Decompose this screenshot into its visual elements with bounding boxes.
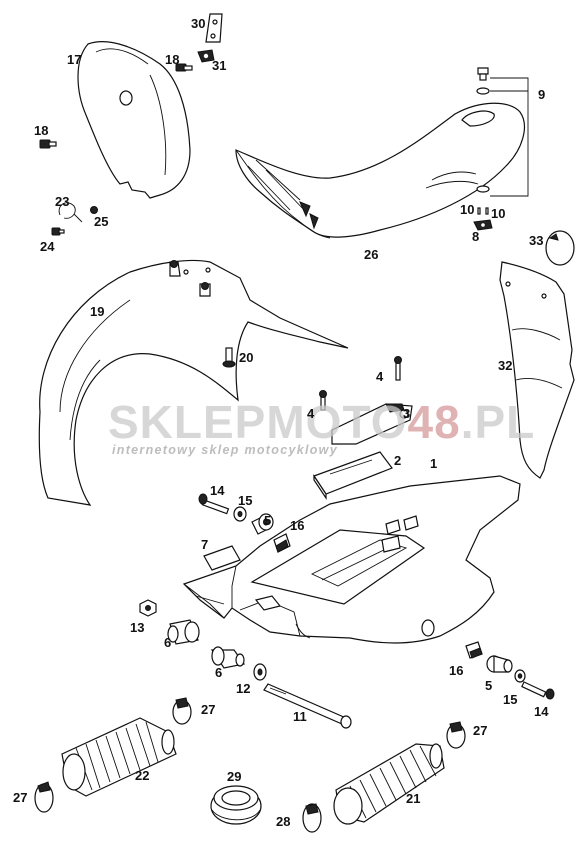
callout-labels: 17 18 18 30 31 23 24 25 9 10 10 8 33 26 … bbox=[13, 16, 549, 829]
battery-2 bbox=[313, 451, 393, 500]
screw-4-top bbox=[394, 356, 402, 381]
callout-13: 13 bbox=[130, 620, 144, 635]
callout-2: 2 bbox=[394, 453, 401, 468]
clamp-ring-33 bbox=[545, 230, 575, 266]
callout-23: 23 bbox=[55, 194, 69, 209]
screw-4-mid bbox=[319, 390, 327, 411]
bushing-6-lower bbox=[210, 646, 246, 669]
callout-5-upper: 5 bbox=[264, 513, 271, 528]
bushing-5-lower bbox=[486, 655, 513, 673]
callout-30: 30 bbox=[191, 16, 205, 31]
callout-26: 26 bbox=[364, 247, 378, 262]
hose-clamp-27-left-bottom bbox=[34, 781, 54, 813]
rear-fender bbox=[182, 475, 521, 644]
callout-16-lower: 16 bbox=[449, 663, 463, 678]
watermark-brand: SKLEPMOTO48.PL bbox=[108, 396, 535, 448]
clip-31 bbox=[197, 49, 215, 63]
clip-16-upper bbox=[273, 533, 291, 553]
fork-boot-22 bbox=[61, 717, 177, 797]
callout-18-left: 18 bbox=[34, 123, 48, 138]
callout-15-lower: 15 bbox=[503, 692, 517, 707]
callout-6-upper: 6 bbox=[164, 635, 171, 650]
washer-9-low bbox=[476, 185, 490, 193]
leader-9 bbox=[490, 77, 529, 197]
bushing-5-upper bbox=[251, 513, 274, 535]
bracket-30 bbox=[205, 13, 223, 43]
callout-4-top: 4 bbox=[376, 369, 384, 384]
spacer-10 bbox=[477, 207, 489, 215]
seat-bolt-9 bbox=[477, 67, 489, 81]
dust-ring-29 bbox=[210, 785, 262, 825]
watermark-tagline: internetowy sklep motocyklowy bbox=[112, 443, 338, 457]
bracket-3 bbox=[331, 403, 413, 445]
bolt-20 bbox=[222, 347, 236, 368]
callout-10-left: 10 bbox=[460, 202, 474, 217]
hose-clamp-27-left-top bbox=[172, 697, 192, 725]
callout-33: 33 bbox=[529, 233, 543, 248]
bolt-14-lower bbox=[521, 681, 555, 700]
number-plate bbox=[77, 41, 191, 199]
sticker-7 bbox=[203, 545, 241, 571]
callout-27-right: 27 bbox=[473, 723, 487, 738]
callout-6-lower: 6 bbox=[215, 665, 222, 680]
clip-16-lower bbox=[465, 641, 483, 659]
callout-27-left-top: 27 bbox=[201, 702, 215, 717]
washer-15-upper-hole bbox=[237, 511, 243, 517]
callout-22: 22 bbox=[135, 768, 149, 783]
callout-4-mid: 4 bbox=[307, 406, 315, 421]
callout-1: 1 bbox=[430, 456, 437, 471]
washer-15-lower bbox=[514, 669, 526, 683]
fork-boot-21 bbox=[333, 743, 445, 825]
hose-clamp-28 bbox=[302, 803, 322, 833]
clip-8 bbox=[473, 219, 493, 231]
nut-13 bbox=[139, 599, 157, 617]
hose-clamp-27-right bbox=[446, 721, 466, 749]
seat bbox=[235, 102, 525, 239]
callout-15-upper: 15 bbox=[238, 493, 252, 508]
callout-20: 20 bbox=[239, 350, 253, 365]
front-fender bbox=[38, 259, 349, 506]
bolt-18-left bbox=[39, 139, 57, 149]
callout-28: 28 bbox=[276, 814, 290, 829]
callout-14-upper: 14 bbox=[210, 483, 225, 498]
bolt-24 bbox=[51, 227, 65, 236]
callout-10-right: 10 bbox=[491, 206, 505, 221]
bushing-6-upper bbox=[167, 619, 200, 645]
callout-17: 17 bbox=[67, 52, 81, 67]
callout-9: 9 bbox=[538, 87, 545, 102]
callout-7: 7 bbox=[201, 537, 208, 552]
cable-23 bbox=[58, 202, 83, 223]
callout-19: 19 bbox=[90, 304, 104, 319]
callout-25: 25 bbox=[94, 214, 108, 229]
washer-9-top bbox=[476, 87, 490, 95]
callout-16-upper: 16 bbox=[290, 518, 304, 533]
callout-32: 32 bbox=[498, 358, 512, 373]
callout-21: 21 bbox=[406, 791, 420, 806]
callout-27-left-bottom: 27 bbox=[13, 790, 27, 805]
callout-29: 29 bbox=[227, 769, 241, 784]
callout-11: 11 bbox=[293, 709, 307, 724]
callout-8: 8 bbox=[472, 229, 479, 244]
axle-11 bbox=[263, 683, 352, 729]
nut-25 bbox=[90, 206, 98, 214]
callout-3: 3 bbox=[403, 406, 410, 421]
callout-18-top: 18 bbox=[165, 52, 179, 67]
callout-12: 12 bbox=[236, 681, 250, 696]
callout-31: 31 bbox=[212, 58, 226, 73]
callout-24: 24 bbox=[40, 239, 55, 254]
mud-flap bbox=[499, 261, 575, 479]
bolt-14-upper bbox=[198, 493, 230, 515]
watermark: SKLEPMOTO48.PL internetowy sklep motocyk… bbox=[108, 396, 535, 457]
callout-14-lower: 14 bbox=[534, 704, 549, 719]
callout-5-lower: 5 bbox=[485, 678, 492, 693]
bolt-18-top bbox=[175, 63, 193, 72]
washer-12 bbox=[253, 663, 267, 681]
